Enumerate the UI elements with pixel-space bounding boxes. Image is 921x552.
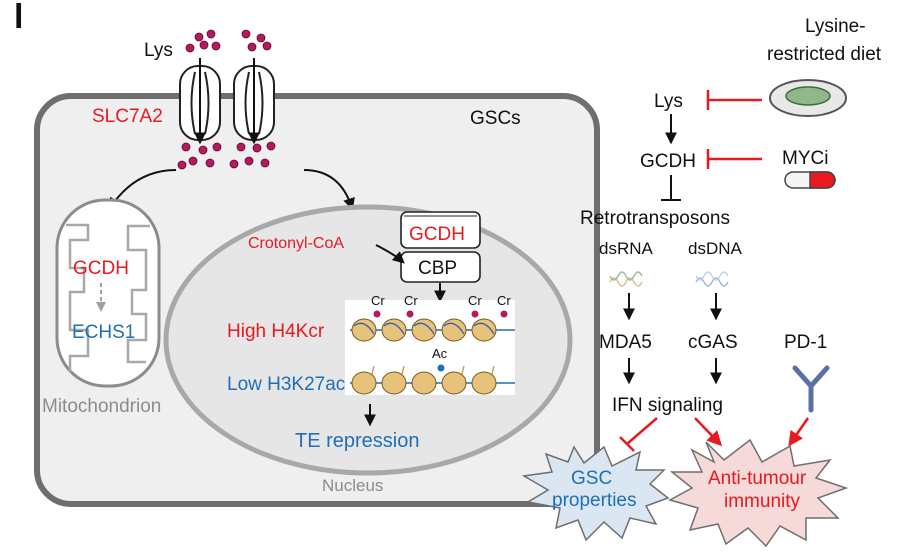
gsc-properties-line2: properties <box>552 490 637 511</box>
nucleosomes-high <box>350 318 515 342</box>
gsc-properties-burst <box>521 445 670 542</box>
pd1-label: PD-1 <box>784 332 827 353</box>
cr-mark-3: Cr <box>468 293 482 308</box>
mda5-label: MDA5 <box>599 332 652 353</box>
anti-tumour-burst <box>668 438 849 548</box>
low-h3k27ac-label: Low H3K27ac <box>227 374 345 395</box>
crotonyl-coa-label: Crotonyl-CoA <box>248 235 344 252</box>
mitochondrion-label: Mitochondrion <box>42 396 161 417</box>
myci-label: MYCi <box>782 148 828 169</box>
cgas-label: cGAS <box>688 332 738 353</box>
dsdna-label: dsDNA <box>688 239 743 258</box>
lysine-dots <box>177 29 276 170</box>
te-repression-label: TE repression <box>295 430 420 452</box>
anti-tumour-line2: immunity <box>724 491 801 512</box>
mitochondrion <box>55 198 161 388</box>
dsdna-helix-icon <box>695 271 729 287</box>
nucleosomes-low <box>350 365 515 395</box>
gcdh-nuc-box <box>400 211 481 249</box>
echs1-label: ECHS1 <box>72 322 135 343</box>
pill-icon <box>784 171 836 189</box>
cr-mark-1: Cr <box>371 293 385 308</box>
gcdh-right-label: GCDH <box>640 151 696 172</box>
retrotransposons-label: Retrotransposons <box>580 208 730 229</box>
panel-letter: l <box>14 0 23 36</box>
lysine-diet-line2: restricted diet <box>767 44 882 65</box>
dsrna-helix-icon <box>609 271 643 287</box>
cr-mark-2: Cr <box>404 293 418 308</box>
dsrna-label: dsRNA <box>599 239 654 258</box>
diet-plate-icon <box>769 79 847 117</box>
antibody-icon <box>792 365 830 413</box>
gsc-properties-line1: GSC <box>571 468 612 489</box>
lysine-diet-line1: Lysine- <box>805 16 866 37</box>
lys-right-label: Lys <box>654 91 683 112</box>
anti-tumour-line1: Anti-tumour <box>708 468 807 489</box>
gcdh-mito-label: GCDH <box>73 258 129 279</box>
cbp-box <box>400 251 481 283</box>
slc7a2-label: SLC7A2 <box>92 106 163 127</box>
gcdh-nuc-label: GCDH <box>409 224 465 245</box>
high-h4kcr-label: High H4Kcr <box>227 321 325 342</box>
ac-mark: Ac <box>432 346 448 361</box>
cbp-label: CBP <box>418 258 457 279</box>
lys-top-label: Lys <box>144 40 173 61</box>
ifn-signaling-label: IFN signaling <box>612 395 723 416</box>
cr-mark-4: Cr <box>497 293 511 308</box>
nucleus-label: Nucleus <box>322 476 383 495</box>
gscs-label: GSCs <box>470 108 521 129</box>
